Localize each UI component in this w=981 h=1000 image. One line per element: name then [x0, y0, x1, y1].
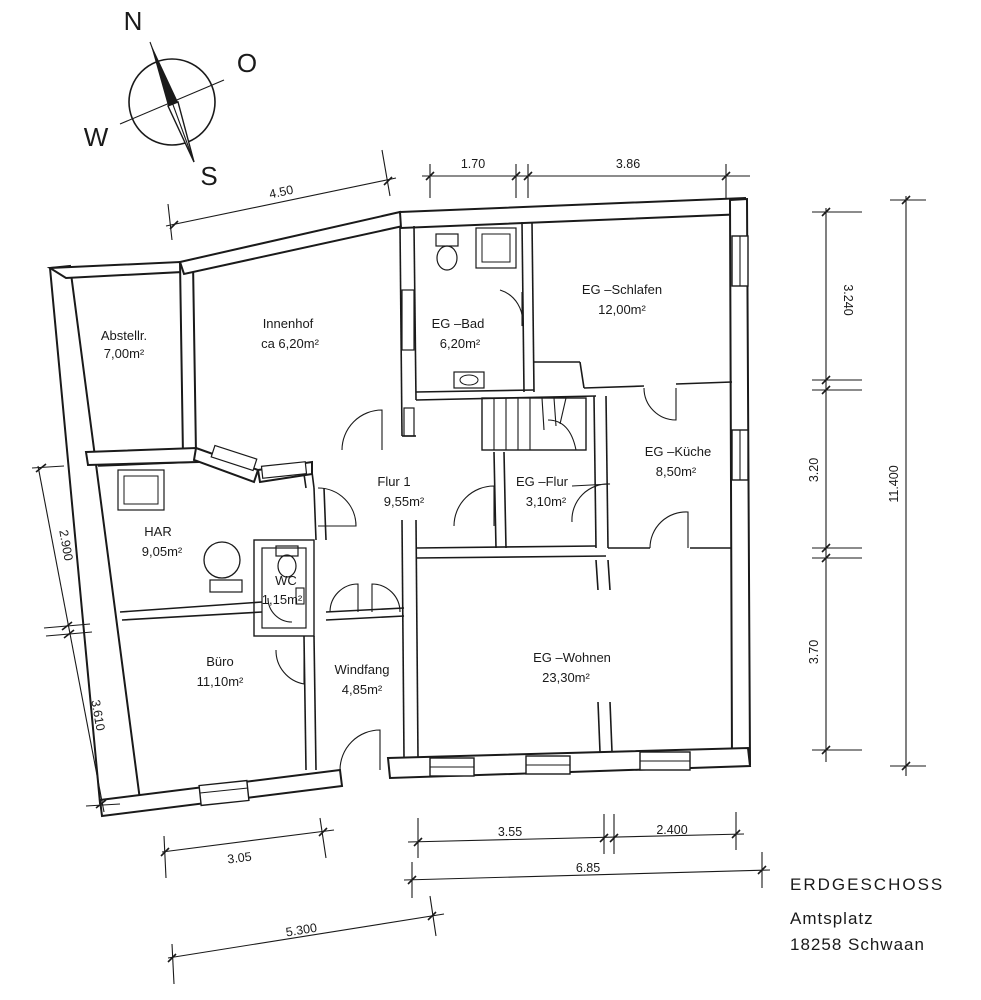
dim-left-3610: 3.610: [88, 699, 107, 732]
dim-right-370: 3.70: [807, 640, 821, 664]
dim-top-386: 3.86: [616, 157, 640, 171]
room-bad-area: 6,20m²: [440, 336, 481, 351]
room-schlafen-area: 12,00m²: [598, 302, 646, 317]
room-innenhof-area: ca 6,20m²: [261, 336, 319, 351]
bad-shower-icon: [475, 227, 517, 269]
room-kueche-name: EG –Küche: [645, 444, 712, 459]
bad-sink-icon: [453, 371, 485, 389]
compass-rose: N O S W: [84, 6, 257, 191]
title-block: ERDGESCHOSS Amtsplatz 18258 Schwaan: [790, 872, 970, 958]
room-flur1-name: Flur 1: [377, 474, 410, 489]
door-flur-innenhof: [341, 409, 383, 451]
dim-bottom-2400: 2.400: [656, 823, 687, 837]
dim-bottom-305: 3.05: [227, 850, 253, 867]
windows: [198, 235, 749, 807]
door-wc: [267, 597, 293, 623]
bad-toilet-icon: [435, 233, 459, 247]
room-wc-name: WC: [275, 573, 297, 588]
wc-toilet-icon: [275, 545, 299, 557]
fixtures: [117, 227, 517, 605]
address-city: 18258 Schwaan: [790, 935, 925, 954]
room-schlafen-name: EG –Schlafen: [582, 282, 662, 297]
room-egflur-name: EG –Flur: [516, 474, 569, 489]
dim-top-170: 1.70: [461, 157, 485, 171]
har-shower-icon: [117, 469, 165, 511]
room-innenhof-name: Innenhof: [263, 316, 314, 331]
floor-title: ERDGESCHOSS: [790, 875, 945, 894]
room-wohnen-area: 23,30m²: [542, 670, 590, 685]
door-egflur-right: [571, 483, 611, 523]
compass-s-label: S: [200, 161, 217, 191]
doors: [267, 289, 689, 771]
door-windfang-left: [329, 583, 359, 613]
compass-n-label: N: [124, 6, 143, 36]
dim-right-320: 3.20: [807, 458, 821, 482]
room-wc-area: 1,15m²: [262, 592, 303, 607]
dim-bottom-355: 3.55: [498, 825, 522, 839]
compass-north-arrow-icon: [150, 42, 178, 106]
compass-w-label: W: [84, 122, 109, 152]
compass-o-label: O: [237, 48, 257, 78]
door-entrance: [339, 729, 381, 771]
room-windfang-name: Windfang: [335, 662, 390, 677]
har-boiler-icon: [203, 541, 241, 579]
interior-walls: [97, 221, 733, 771]
room-windfang-area: 4,85m²: [342, 682, 383, 697]
room-buero-area: 11,10m²: [197, 674, 244, 689]
dimension-lines: 1.70 3.86 4.50 3.240 3.20 3.70 11.400: [31, 149, 926, 985]
address-street: Amtsplatz: [790, 909, 874, 928]
door-flur-har: [317, 487, 357, 527]
room-abstell-name: Abstellr.: [101, 328, 147, 343]
door-kueche: [643, 387, 677, 421]
door-egflur-left: [453, 485, 495, 527]
room-kueche-area: 8,50m²: [656, 464, 697, 479]
door-bad: [499, 289, 524, 327]
dim-left-2900: 2.900: [56, 529, 75, 562]
compass-south-arrow-icon: [167, 101, 195, 163]
dim-right-11400: 11.400: [887, 465, 901, 502]
wc-sink-icon: [295, 587, 305, 605]
door-buero: [275, 649, 305, 685]
room-abstell-area: 7,00m²: [104, 346, 145, 361]
room-bad-name: EG –Bad: [432, 316, 485, 331]
room-har-name: HAR: [144, 524, 171, 539]
door-windfang-right: [371, 583, 401, 613]
dim-top-450: 4.50: [268, 183, 295, 202]
room-flur1-area: 9,55m²: [384, 494, 425, 509]
door-kueche-wohnen: [649, 511, 689, 549]
room-har-area: 9,05m²: [142, 544, 183, 559]
dim-bottom-685: 6.85: [576, 861, 600, 875]
room-labels: Abstellr. 7,00m² Innenhof ca 6,20m² EG –…: [101, 282, 711, 697]
room-buero-name: Büro: [206, 654, 233, 669]
dim-bottom-5300: 5.300: [285, 921, 318, 940]
dim-right-3240: 3.240: [841, 284, 855, 315]
room-egflur-area: 3,10m²: [526, 494, 567, 509]
room-wohnen-name: EG –Wohnen: [533, 650, 611, 665]
